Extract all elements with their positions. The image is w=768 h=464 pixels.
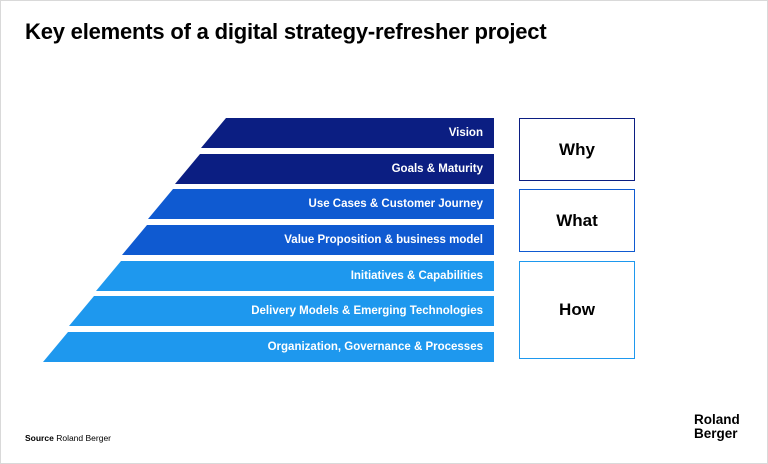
pyramid-layer-use-cases: Use Cases & Customer Journey [148,189,494,219]
group-box-why: Why [519,118,635,181]
logo-line-2: Berger [694,426,738,441]
page-title: Key elements of a digital strategy-refre… [25,19,547,44]
pyramid-layer-organization: Organization, Governance & Processes [43,332,494,362]
source-note: Source Roland Berger [25,433,111,443]
pyramid-layer-delivery-models: Delivery Models & Emerging Technologies [69,296,494,326]
pyramid-layer-goals-maturity: Goals & Maturity [175,154,494,184]
source-value: Roland Berger [56,433,112,443]
group-box-how: How [519,261,635,359]
logo-line-1: Roland [694,412,740,427]
source-label: Source [25,433,54,443]
group-box-what: What [519,189,635,252]
pyramid-layer-value-proposition: Value Proposition & business model [122,225,494,255]
roland-berger-logo: Roland Berger [694,413,740,441]
pyramid-layer-initiatives: Initiatives & Capabilities [96,261,494,291]
pyramid-layer-vision: Vision [201,118,494,148]
